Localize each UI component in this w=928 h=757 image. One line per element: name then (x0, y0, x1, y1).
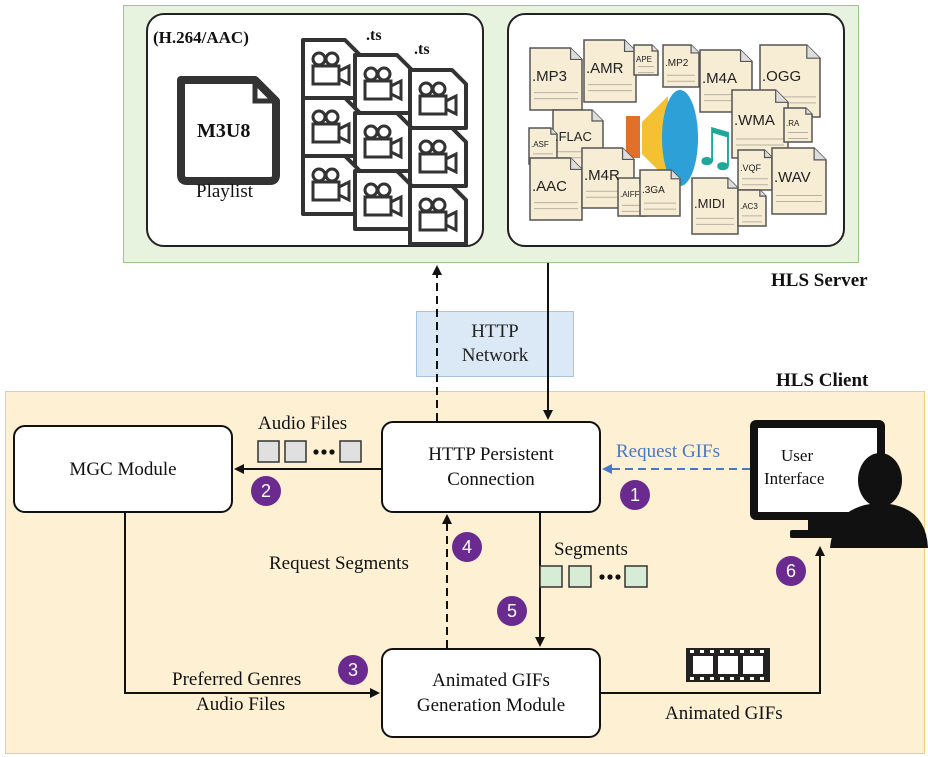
http-connection-line2: Connection (447, 469, 535, 490)
http-network-line2: Network (461, 345, 529, 366)
audio-file-icon (529, 47, 583, 111)
hls-client-title: HLS Client (776, 370, 869, 391)
audio-format-label: .AAC (532, 177, 568, 195)
audio-format-label: .OGG (762, 68, 802, 86)
audio-file-icon (737, 189, 767, 227)
gif-module-line1: Animated GIFs (432, 670, 550, 691)
audio-file-icon (633, 44, 659, 76)
ts-segment-file-icon (408, 68, 468, 130)
audio-file-icon (737, 149, 773, 191)
speaker-bar (626, 116, 640, 158)
audio-format-label: .WAV (774, 169, 811, 187)
segments-label: Segments (554, 539, 628, 560)
music-note-icon: ♫ (692, 118, 739, 178)
ts-segment-file-icon (408, 184, 468, 246)
step-badge-6: 6 (776, 556, 806, 586)
http-connection-line1: HTTP Persistent (428, 444, 554, 465)
user-interface-icon (750, 420, 928, 548)
audio-format-label: .ASF (531, 139, 549, 149)
playlist-caption: Playlist (196, 181, 254, 202)
audio-file-icon (771, 147, 827, 215)
mgc-module: MGC Module (13, 425, 233, 513)
audio-file-icon (691, 177, 739, 235)
hls-server-title: HLS Server (771, 270, 868, 291)
playlist-file-label: M3U8 (197, 120, 251, 142)
audio-format-label: .AIFF (620, 190, 640, 200)
preferred-audio-files-label: Audio Files (196, 694, 286, 715)
http-persistent-connection: HTTP Persistent Connection (381, 421, 601, 513)
animated-gifs-label: Animated GIFs (665, 703, 783, 724)
audio-file-icon (783, 107, 813, 143)
audio-format-label: .MP3 (532, 67, 568, 85)
audio-file-icon (639, 169, 681, 217)
request-gifs-label: Request GIFs (616, 441, 720, 462)
audio-file-icon (583, 39, 637, 103)
audio-format-label: .AC3 (740, 201, 758, 211)
ts-extension-label: .ts (414, 41, 430, 58)
mgc-module-label: MGC Module (69, 458, 177, 480)
speaker-cone (642, 96, 668, 180)
audio-file-icon (529, 157, 583, 221)
http-network-line1: HTTP (471, 321, 519, 342)
audio-format-label: .M4R (584, 167, 620, 185)
animated-gifs-arrow (601, 546, 825, 694)
preferred-genres-label: Preferred Genres (172, 669, 302, 690)
film-strip-icon (686, 648, 770, 682)
audio-format-label: .MIDI (694, 195, 726, 211)
audio-format-label: .WMA (734, 111, 775, 129)
segment-squares (539, 565, 648, 588)
step-badge-3: 3 (338, 655, 368, 685)
audio-format-label: .FLAC (555, 128, 592, 144)
gif-module-line2: Generation Module (416, 695, 566, 716)
step-badge-4: 4 (452, 532, 482, 562)
ts-extension-label: .ts (366, 27, 382, 44)
step-badge-2: 2 (251, 476, 281, 506)
audio-file-icon (662, 44, 700, 88)
audio-format-label: .M4A (702, 69, 738, 87)
audio-format-label: APE (636, 54, 653, 64)
audio-files-label: Audio Files (258, 413, 348, 434)
codec-label: (H.264/AAC) (153, 28, 249, 47)
sound-wave (662, 90, 698, 186)
user-interface-line2: Interface (764, 469, 825, 488)
playlist-file-icon (177, 76, 280, 185)
request-segments-label: Request Segments (269, 553, 409, 574)
step-badge-5: 5 (497, 596, 527, 626)
ts-segment-file-icon (408, 126, 468, 188)
preferred-genres-arrow (124, 513, 380, 698)
audio-format-label: .MP2 (665, 58, 689, 70)
audio-format-label: .3GA (642, 184, 665, 196)
audio-format-label: .RA (786, 118, 800, 128)
audio-file-squares (257, 440, 362, 463)
ts-segment-file-icon (301, 154, 361, 216)
audio-format-label: .VQF (740, 162, 762, 173)
step-badge-1: 1 (620, 480, 650, 510)
audio-format-label: .AMR (586, 59, 624, 77)
user-interface-line1: User (781, 446, 814, 465)
animated-gifs-generation-module: Animated GIFs Generation Module (381, 648, 601, 738)
